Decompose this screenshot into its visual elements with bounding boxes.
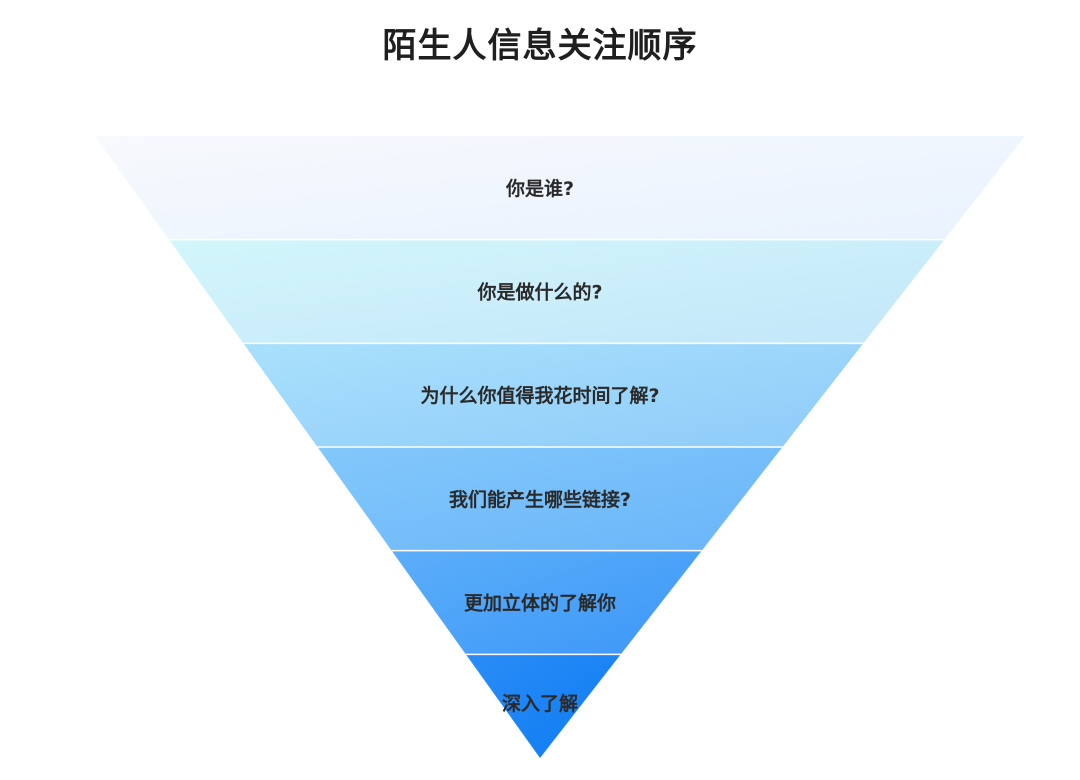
funnel-label-6: 深入了解: [502, 692, 578, 715]
funnel-label-2: 你是做什么的?: [476, 281, 602, 304]
funnel-label-5: 更加立体的了解你: [464, 592, 616, 615]
funnel-level-6: 深入了解: [465, 653, 621, 758]
funnel-level-5: 更加立体的了解你: [391, 549, 702, 655]
funnel-label-3: 为什么你值得我花时间了解?: [420, 384, 659, 407]
funnel-band-6: [465, 654, 621, 758]
funnel-band-5: [391, 550, 702, 655]
funnel-band-3: [243, 343, 864, 447]
funnel-band-4: [317, 447, 783, 551]
funnel-level-3: 为什么你值得我花时间了解?: [243, 342, 864, 447]
page-title: 陌生人信息关注顺序: [382, 26, 698, 66]
funnel-band-2: [169, 239, 945, 344]
funnel-level-2: 你是做什么的?: [169, 238, 945, 344]
funnel-level-1: 你是谁?: [95, 136, 1025, 240]
funnel-band-1: [95, 136, 1025, 240]
funnel-label-4: 我们能产生哪些链接?: [449, 488, 631, 511]
funnel-label-1: 你是谁?: [505, 177, 574, 200]
funnel-level-4: 我们能产生哪些链接?: [317, 446, 783, 551]
